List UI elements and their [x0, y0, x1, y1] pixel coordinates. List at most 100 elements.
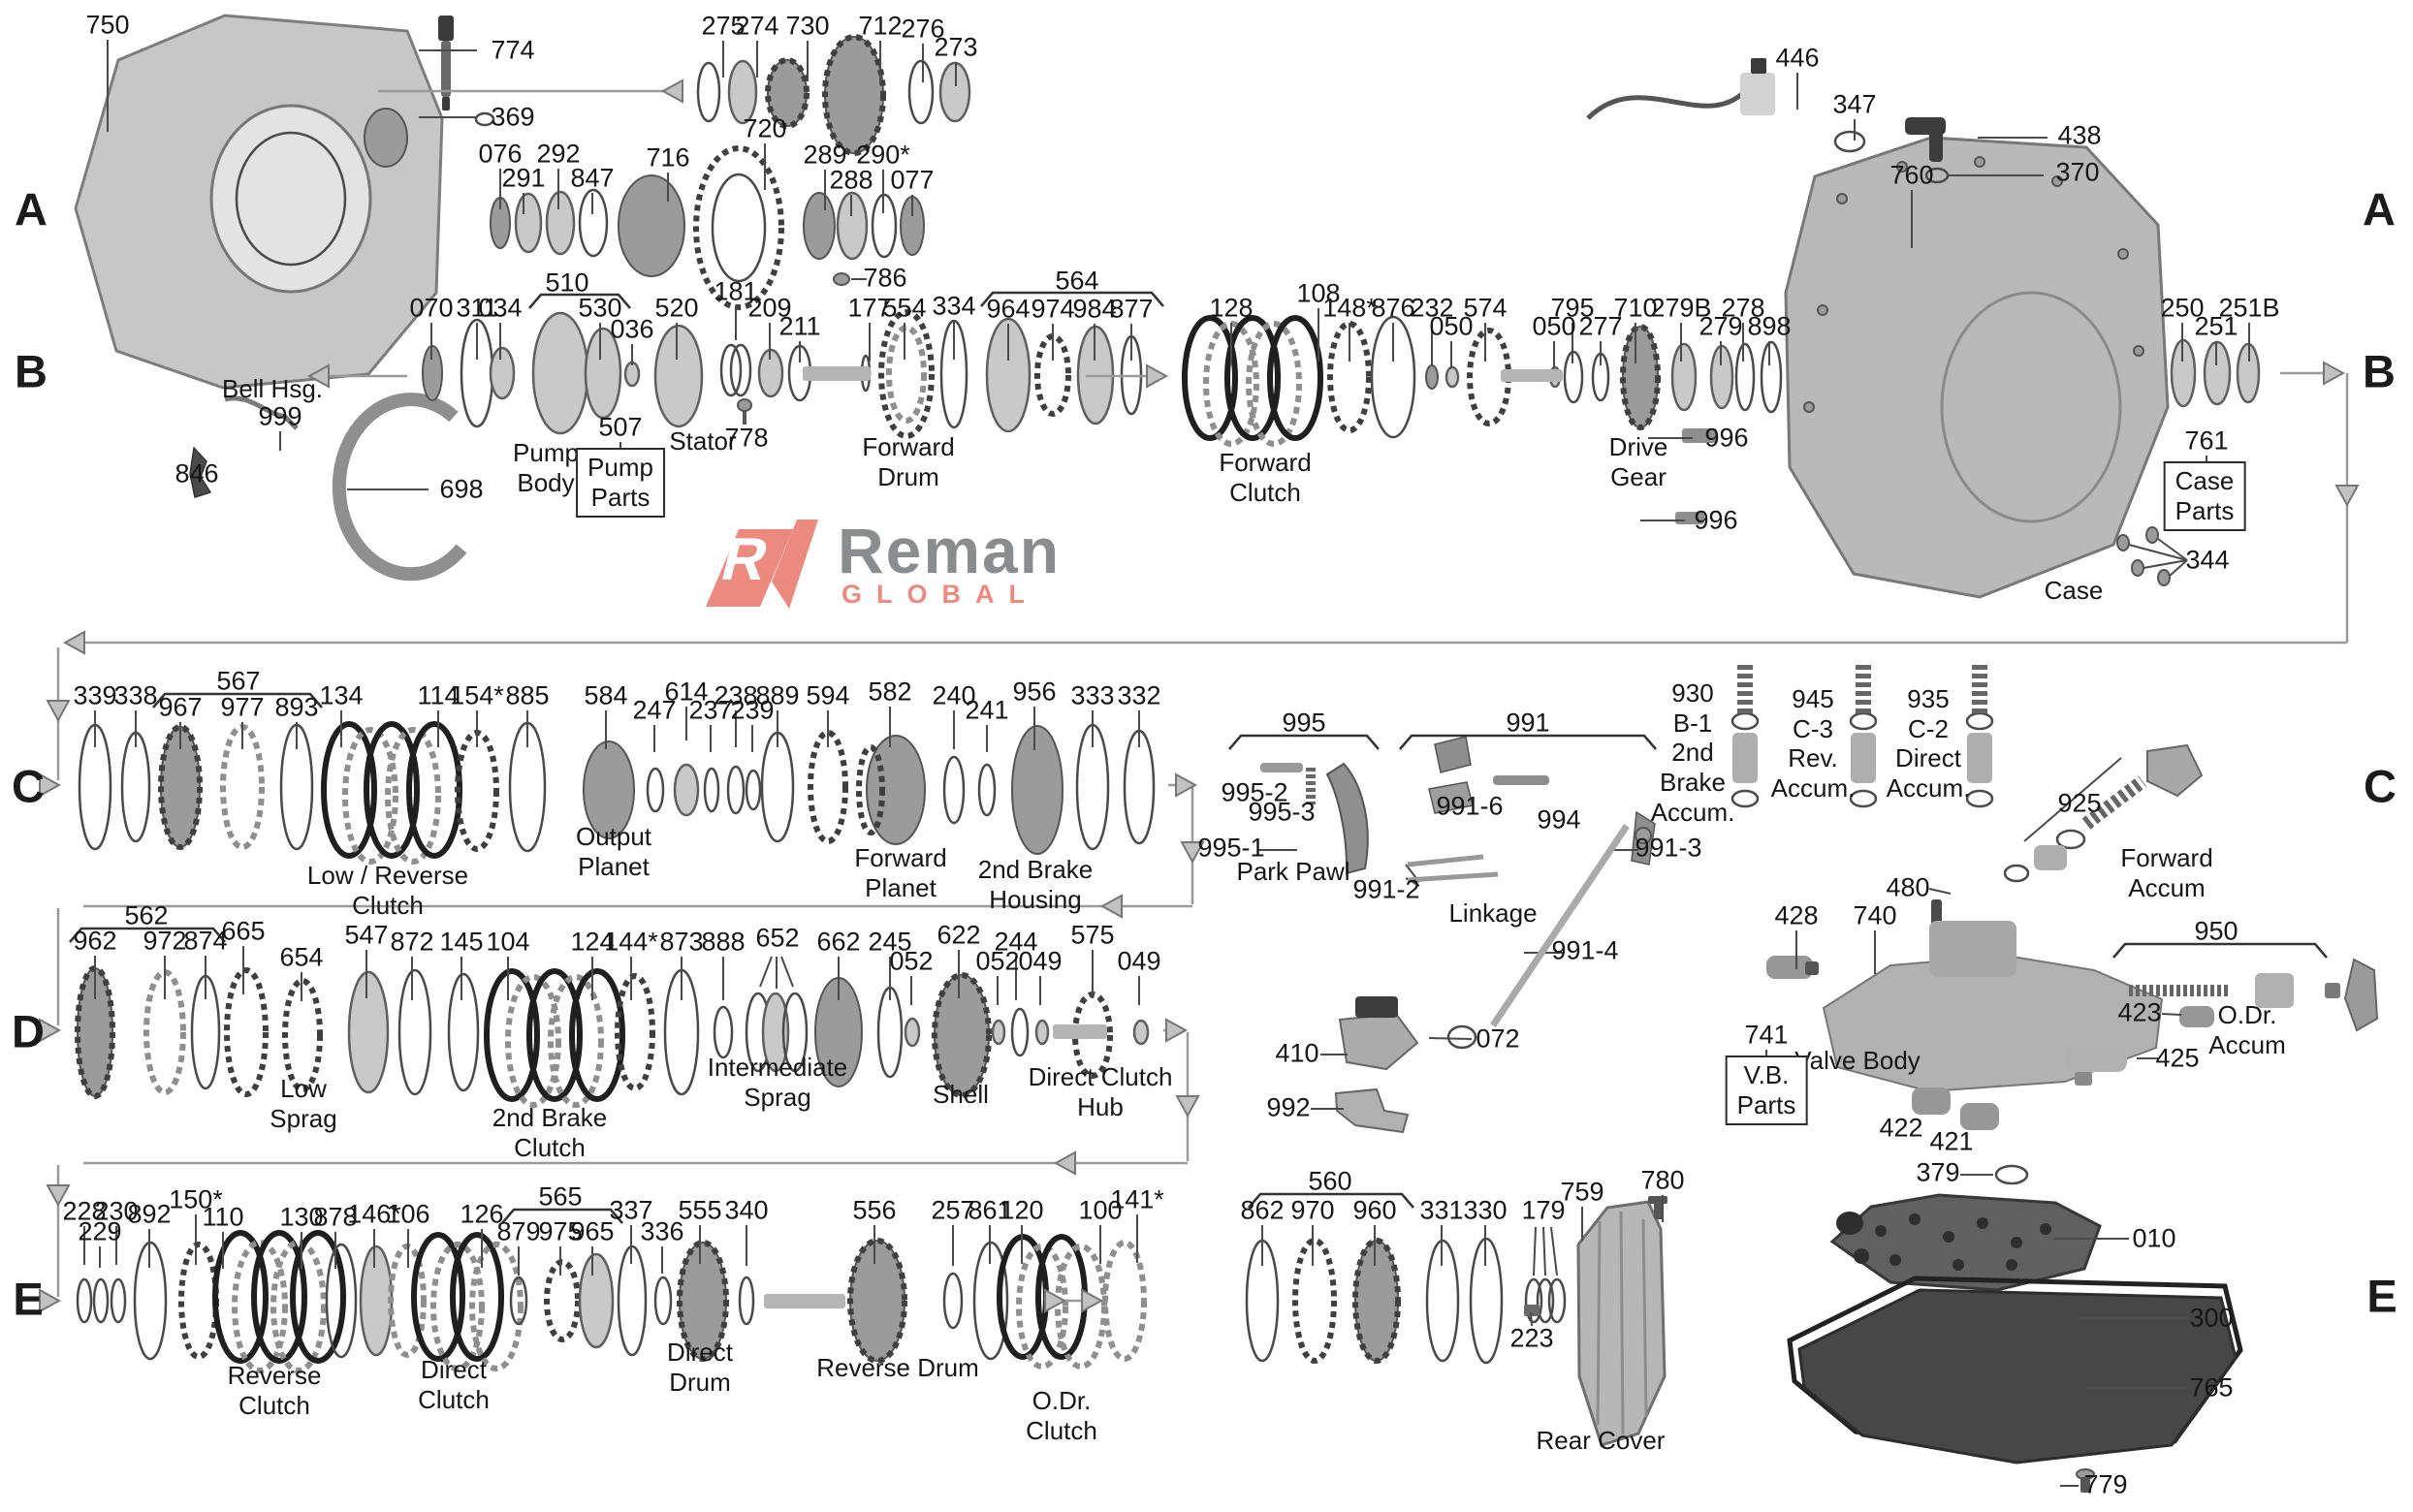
part-callout: 311: [456, 293, 498, 323]
part-callout: 428: [1774, 900, 1819, 930]
part-callout: 662: [816, 927, 861, 957]
assembly-label-line: Clutch: [514, 1132, 586, 1162]
assembly-label-line: 2nd Brake: [977, 855, 1094, 884]
part-callout: 134: [319, 680, 364, 710]
assembly-label-line: Body: [517, 467, 575, 497]
part-callout: 962: [73, 926, 117, 956]
part-callout: 996: [1704, 423, 1749, 453]
part-callout: 991: [1506, 708, 1550, 738]
part-callout: 034: [478, 293, 523, 323]
assembly-label-line: Direct: [421, 1355, 487, 1384]
part-callout: 332: [1117, 680, 1161, 710]
part-callout: 228: [62, 1196, 107, 1226]
part-callout: 177: [847, 293, 892, 323]
part-callout: 888: [701, 927, 746, 957]
part-callout: 874: [183, 926, 228, 956]
part-callout: 421: [1929, 1126, 1974, 1156]
part-callout: 050: [1532, 311, 1576, 341]
part-callout: 076: [478, 139, 523, 169]
part-callout: 106: [386, 1199, 430, 1229]
part-callout: 995-1: [1197, 833, 1265, 863]
assembly-label-line: Linkage: [1448, 898, 1538, 928]
part-callout: 244: [994, 927, 1038, 957]
part-callout: 991-4: [1551, 935, 1619, 965]
part-callout: 049: [1117, 946, 1161, 976]
assembly-label-line: Accum.: [1650, 797, 1735, 827]
part-callout: 337: [609, 1195, 653, 1225]
part-callout: 974: [1031, 294, 1075, 324]
assembly-label-line: C-3: [1793, 713, 1833, 743]
assembly-label-line: Clutch: [1229, 477, 1301, 507]
part-callout: 861: [968, 1195, 1012, 1225]
part-callout: 333: [1070, 680, 1115, 710]
part-callout: 760: [1889, 160, 1934, 190]
part-callout: 750: [85, 10, 130, 40]
part-callout: 759: [1560, 1177, 1604, 1207]
part-callout: 975: [538, 1216, 583, 1246]
part-callout: 274: [735, 11, 779, 41]
part-callout: 873: [659, 927, 704, 957]
part-callout: 730: [785, 11, 830, 41]
assembly-label-line: Accum: [2128, 872, 2206, 902]
part-callout: 338: [113, 680, 158, 710]
part-callout: 560: [1308, 1166, 1352, 1196]
part-callout: 574: [1463, 293, 1508, 323]
part-callout: 995-3: [1248, 797, 1316, 827]
part-callout: 423: [2117, 997, 2162, 1027]
row-letter-c: C: [2364, 760, 2397, 812]
part-callout: 584: [584, 680, 628, 710]
assembly-label-line: O.Dr.: [1032, 1386, 1092, 1415]
assembly-label-line: Hub: [1077, 1091, 1124, 1121]
part-callout: 336: [640, 1216, 684, 1246]
part-callout: 712: [858, 11, 903, 41]
part-callout: 114: [417, 680, 460, 710]
assembly-label-line: Direct: [667, 1338, 733, 1367]
assembly-label-line: 935: [1907, 684, 1950, 713]
assembly-label-line: 945: [1792, 684, 1834, 713]
part-callout: 877: [1109, 294, 1154, 324]
assembly-label-line: Rev.: [1788, 743, 1838, 773]
part-callout: 956: [1012, 677, 1057, 707]
assembly-label: Linkage: [1448, 898, 1537, 929]
part-callout: 991-6: [1436, 791, 1504, 821]
boxed-parts-label-line: Parts: [590, 483, 651, 513]
assembly-label-line: Reverse Drum: [816, 1353, 979, 1382]
assembly-label-line: Forward: [854, 843, 947, 872]
part-callout: 050: [1429, 311, 1474, 341]
assembly-label-line: Clutch: [1026, 1415, 1097, 1445]
part-callout: 740: [1853, 900, 1897, 930]
assembly-label-line: Drum: [669, 1367, 731, 1397]
part-callout: 565: [538, 1181, 583, 1212]
part-callout: 765: [2189, 1372, 2234, 1402]
part-callout: 273: [934, 32, 978, 62]
assembly-label-line: Shell: [933, 1080, 989, 1109]
part-callout: 992: [1266, 1092, 1311, 1122]
reman-global-logo: R Reman GLOBAL: [696, 515, 1103, 614]
part-callout: 554: [882, 293, 927, 323]
part-callout: 893: [274, 692, 319, 722]
assembly-label: Rear Cover: [1537, 1426, 1666, 1456]
part-callout: 846: [175, 458, 219, 488]
assembly-label-line: Low / Reverse: [306, 861, 469, 890]
part-callout: 072: [1476, 1024, 1520, 1054]
boxed-parts-label-line: Parts: [1736, 1090, 1796, 1120]
row-letter-b: B: [2363, 345, 2396, 397]
part-callout: 279: [1699, 311, 1743, 341]
part-callout: 288: [829, 165, 873, 195]
part-callout: 780: [1640, 1165, 1685, 1195]
part-callout: 251B: [2218, 293, 2280, 323]
part-callout: 925: [2057, 788, 2102, 818]
assembly-label-line: Planet: [865, 872, 937, 902]
part-callout: 964: [986, 294, 1031, 324]
part-callout: 779: [2083, 1469, 2128, 1499]
part-callout: 257: [931, 1195, 975, 1225]
part-callout: 154*: [450, 680, 504, 710]
